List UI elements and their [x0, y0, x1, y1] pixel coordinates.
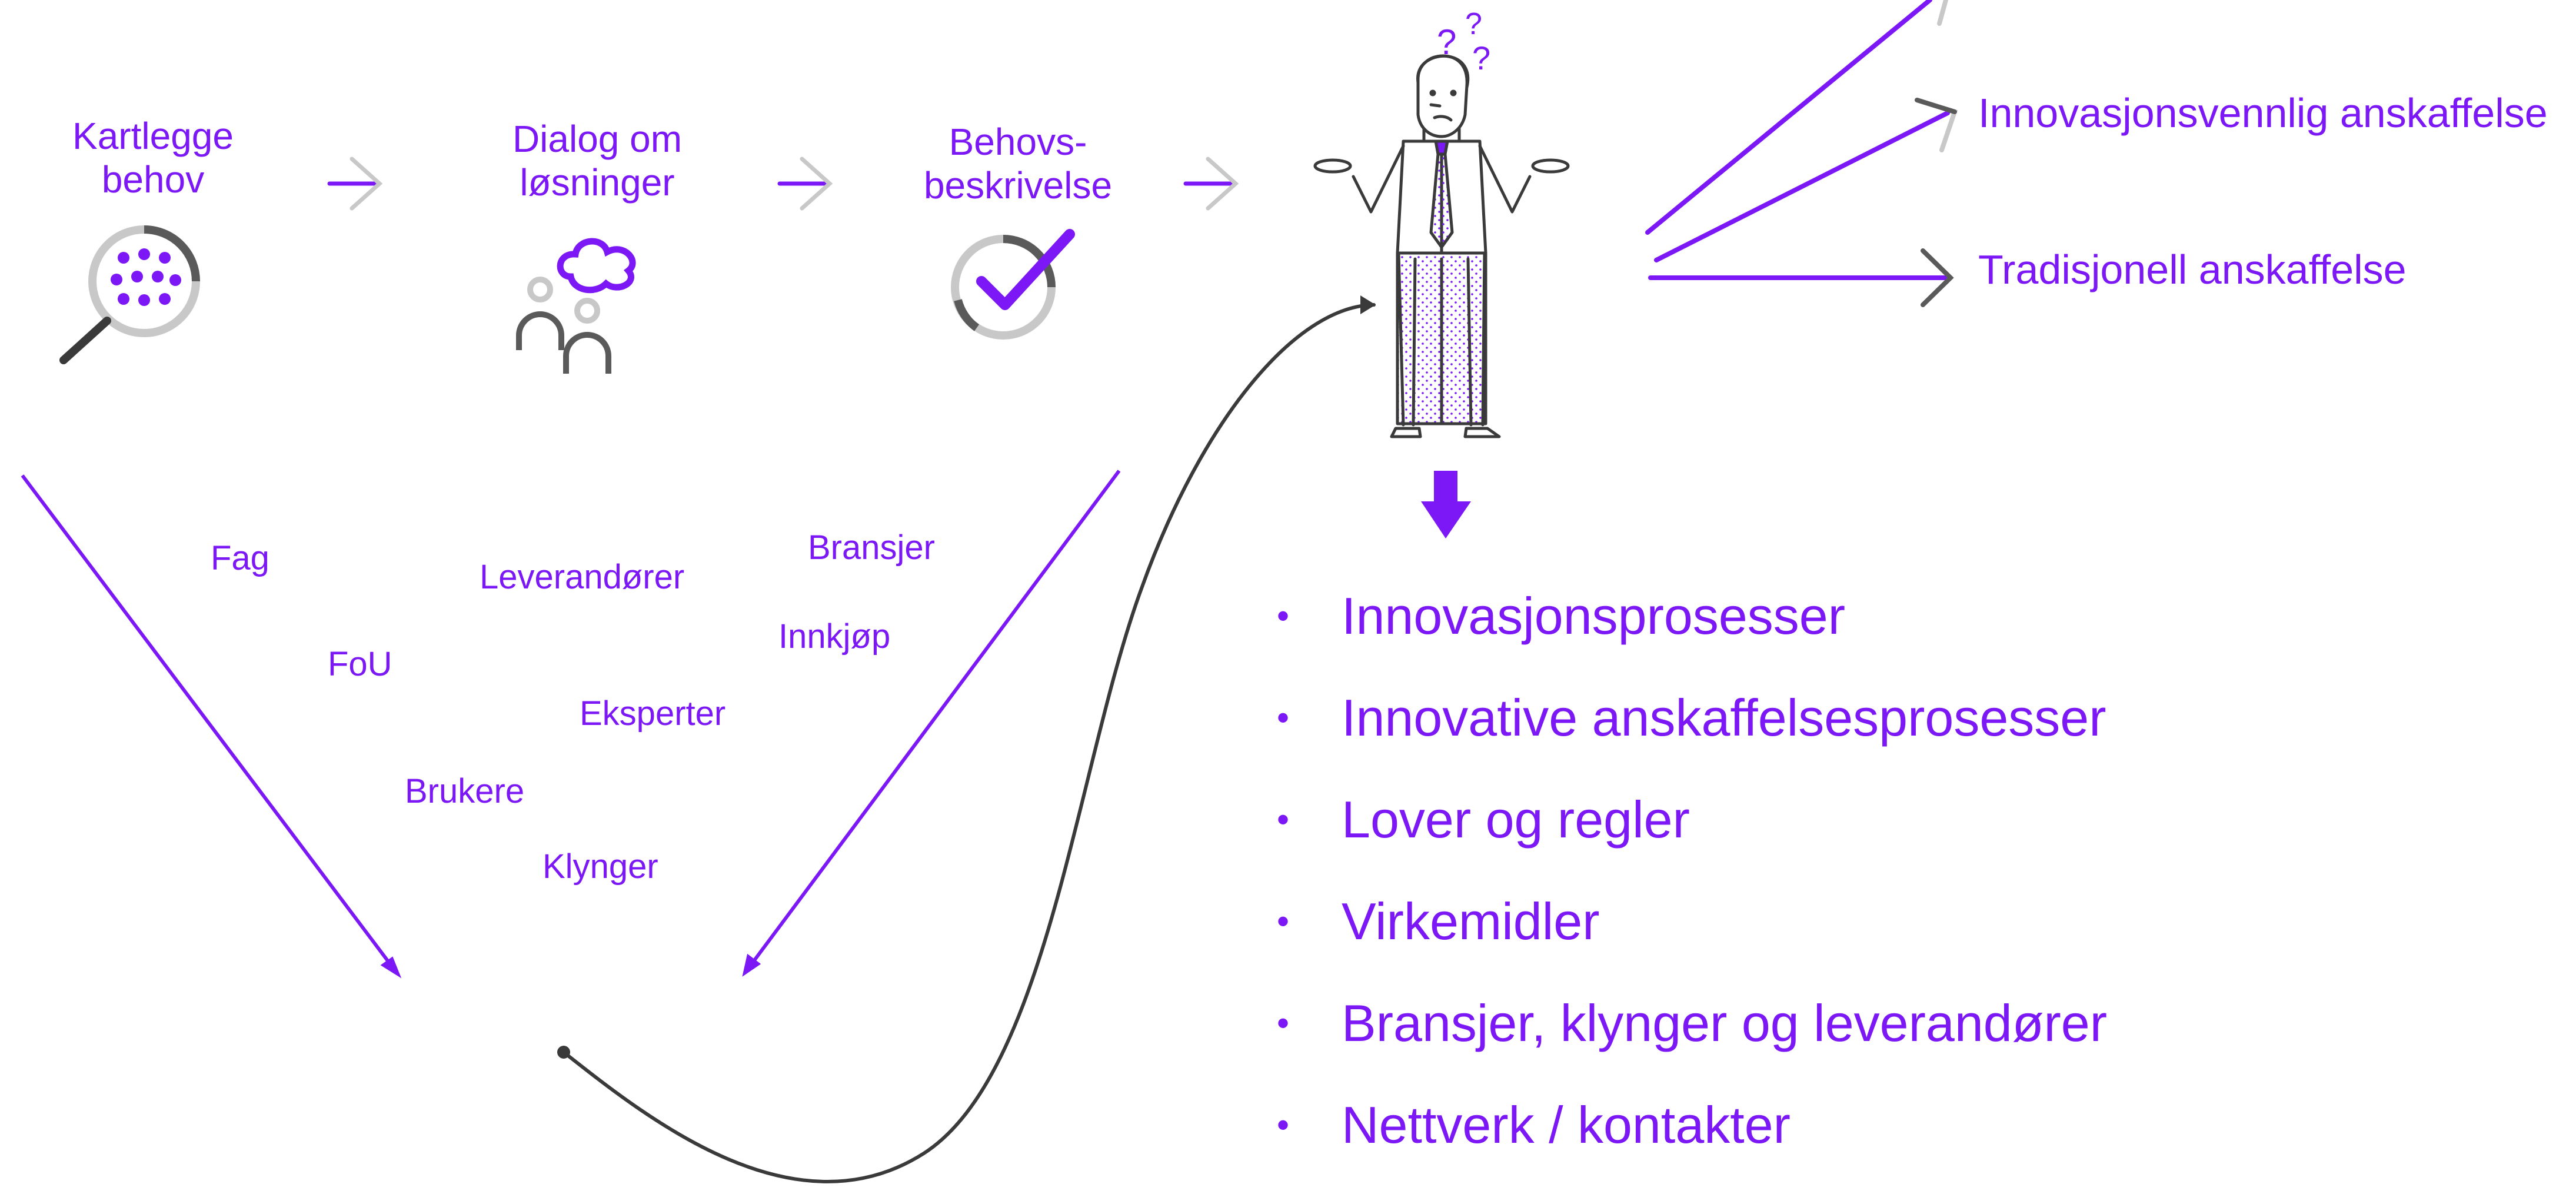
step-label-behovsbeskrivelse: Behovs-beskrivelse	[923, 121, 1113, 207]
list-item: Bransjer, klynger og leverandører	[1277, 972, 2107, 1074]
people-dialog-icon	[516, 238, 636, 374]
checkmark-circle-icon	[951, 229, 1075, 340]
svg-text:?: ?	[1472, 39, 1490, 77]
stakeholder-bransjer: Bransjer	[808, 528, 935, 567]
step-arrow-2	[777, 157, 833, 211]
magnifier-grid-icon	[59, 225, 200, 364]
option-innovasjonsvennlig: Innovasjonsvennlig anskaffelse	[1978, 90, 2548, 136]
s-curve-arrow	[557, 295, 1376, 1183]
knowledge-list: Innovasjonsprosesser Innovative anskaffe…	[1277, 565, 2107, 1176]
list-item: Innovasjonsprosesser	[1277, 565, 2107, 667]
stakeholder-fag: Fag	[211, 539, 269, 577]
list-item: Lover og regler	[1277, 769, 2107, 870]
confused-person-icon: ? ? ?	[1313, 7, 1570, 438]
stakeholder-leverandorer: Leverandører	[480, 558, 685, 596]
svg-text:?: ?	[1465, 7, 1482, 41]
stakeholder-eksperter: Eksperter	[580, 694, 726, 733]
right-diagonal-arrow	[742, 470, 1121, 977]
left-diagonal-arrow	[21, 474, 402, 979]
step-arrow-1	[327, 157, 383, 211]
option-tradisjonell: Tradisjonell anskaffelse	[1978, 247, 2407, 292]
option-arrow-top	[1645, 0, 1948, 235]
option-arrow-traditional	[1648, 248, 1954, 307]
stakeholder-klynger: Klynger	[543, 847, 658, 886]
stakeholder-fou: FoU	[328, 645, 392, 683]
stakeholder-innkjop: Innkjøp	[778, 617, 891, 656]
step-arrow-3	[1183, 157, 1239, 211]
stakeholder-brukere: Brukere	[405, 772, 525, 810]
list-item: Innovative anskaffelsesprosesser	[1277, 667, 2107, 769]
list-item: Virkemidler	[1277, 870, 2107, 972]
down-arrow-icon	[1421, 471, 1471, 538]
list-item: Nettverk / kontakter	[1277, 1074, 2107, 1176]
option-arrow-innovation	[1654, 98, 1958, 262]
